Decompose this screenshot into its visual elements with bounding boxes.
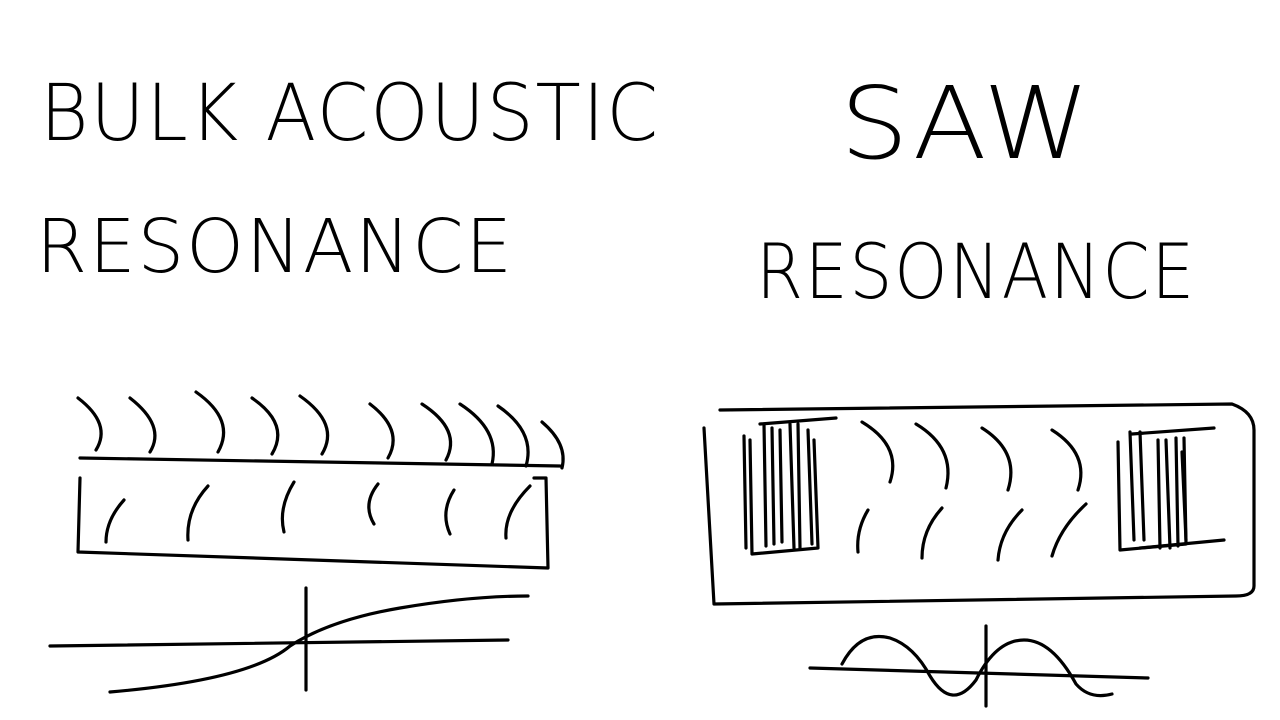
- bulk-response-graph: [48, 586, 530, 694]
- bulk-acoustic-section: BULK ACOUSTIC RESONANCE: [36, 69, 660, 694]
- saw-title-line2: RESONANCE: [756, 227, 1196, 316]
- saw-section: SAW RESONANCE: [702, 65, 1256, 708]
- bulk-horizontal-axis: [48, 638, 510, 648]
- bulk-inner-waves: [104, 480, 532, 544]
- saw-right-transducer: [1116, 426, 1226, 552]
- saw-substrate-box: [702, 402, 1256, 606]
- saw-standing-wave: [840, 634, 1114, 698]
- bulk-acoustic-title-line2: RESONANCE: [36, 204, 514, 290]
- saw-response-graph: [808, 624, 1150, 708]
- saw-title-line1: SAW: [840, 65, 1092, 182]
- saw-surface-waves: [856, 420, 1088, 562]
- bulk-response-curve: [108, 594, 530, 694]
- saw-left-transducer: [742, 416, 838, 556]
- bulk-top-waves: [76, 390, 565, 470]
- bulk-slab-top-line: [78, 456, 562, 468]
- bulk-slab-box: [76, 476, 550, 570]
- bulk-acoustic-title-line1: BULK ACOUSTIC: [40, 69, 660, 159]
